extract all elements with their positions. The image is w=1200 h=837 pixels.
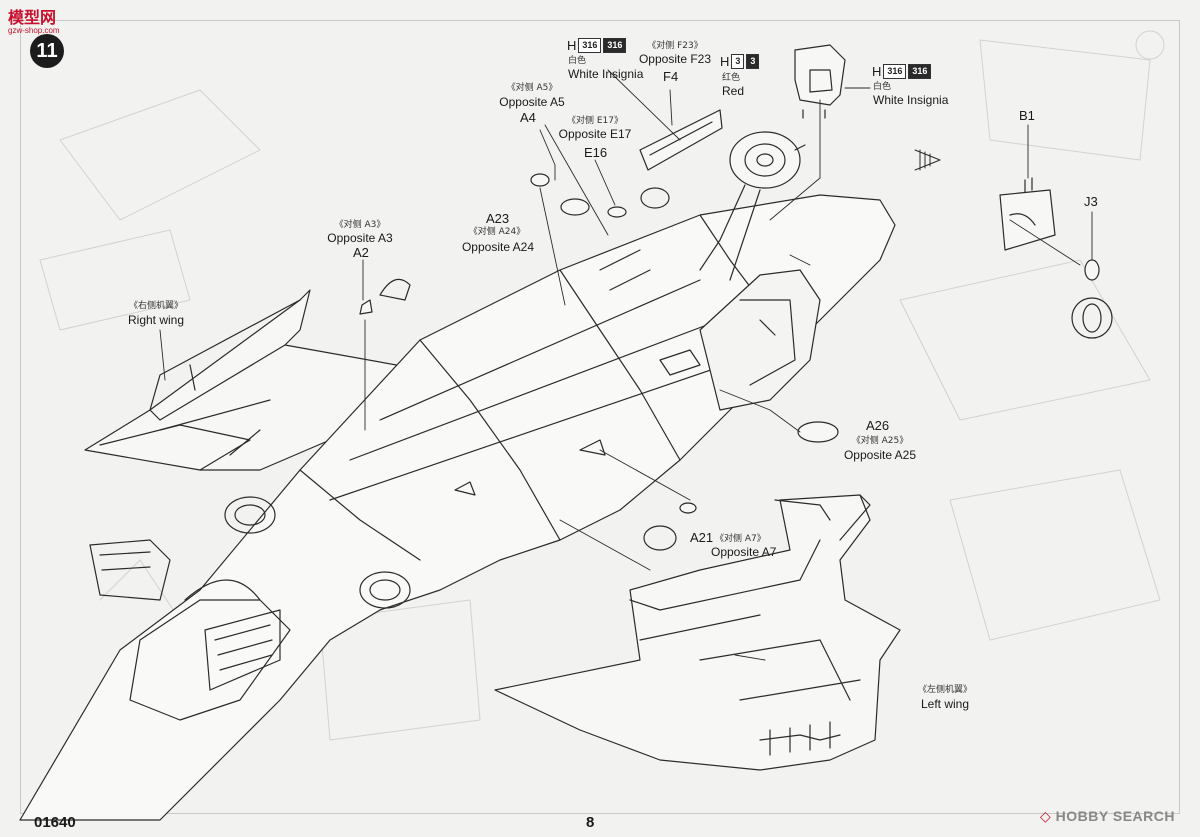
part-j3 bbox=[1084, 259, 1100, 281]
callout-a21: A21 bbox=[690, 530, 714, 545]
part-e16 bbox=[607, 206, 627, 218]
callout-a4: A4 bbox=[520, 110, 536, 125]
part-a21-detail bbox=[643, 525, 677, 551]
callout-f23-en: Opposite F23 bbox=[638, 52, 712, 66]
callout-f23-cn: 《对侧 F23》 bbox=[647, 41, 703, 51]
source-badge: ◇ HOBBY SEARCH bbox=[1040, 808, 1175, 825]
callout-a5-en: Opposite A5 bbox=[499, 95, 565, 109]
intake-part bbox=[699, 269, 821, 411]
paint-h3-en: Red bbox=[722, 84, 745, 98]
paint-h3-cn: 红色 bbox=[722, 73, 741, 83]
step-number-badge: 11 bbox=[30, 34, 64, 68]
watermark-url: gzw-shop.com bbox=[8, 26, 60, 35]
source-badge-text: HOBBY SEARCH bbox=[1055, 808, 1175, 824]
part-e16-detail bbox=[640, 187, 670, 209]
landing-gear-part bbox=[699, 131, 806, 281]
callout-a7-en: Opposite A7 bbox=[711, 545, 777, 559]
part-a2-detail bbox=[379, 278, 411, 301]
left-wing-part bbox=[494, 494, 901, 771]
direction-arrow-icon bbox=[914, 149, 941, 171]
callout-a7-cn: 《对侧 A7》 bbox=[715, 534, 766, 544]
callout-f4: F4 bbox=[663, 69, 679, 84]
page-number: 8 bbox=[586, 814, 595, 831]
part-b1 bbox=[999, 177, 1056, 251]
callout-a25-en: Opposite A25 bbox=[843, 448, 917, 462]
callout-e17-cn: 《对侧 E17》 bbox=[567, 116, 623, 126]
hobby-search-logo-icon: ◇ bbox=[1040, 808, 1052, 824]
watermark-logo: 模型网 bbox=[8, 8, 57, 27]
page-border bbox=[20, 20, 1180, 814]
callout-a3-en: Opposite A3 bbox=[327, 231, 393, 245]
gear-door-f4 bbox=[639, 109, 723, 171]
callout-a24-en: Opposite A24 bbox=[461, 240, 535, 254]
part-a26 bbox=[797, 421, 839, 443]
background-ghost-art bbox=[39, 30, 1165, 741]
callout-a24-cn: 《对侧 A24》 bbox=[468, 227, 526, 237]
callout-e16: E16 bbox=[584, 145, 608, 160]
callout-right-wing-en: Right wing bbox=[127, 313, 185, 327]
paint-h316-right-en: White Insignia bbox=[873, 93, 949, 107]
callout-e17-en: Opposite E17 bbox=[558, 127, 632, 141]
part-a21 bbox=[679, 502, 697, 514]
part-j3-detail bbox=[1071, 297, 1113, 339]
part-a2 bbox=[359, 299, 373, 315]
callout-left-wing-en: Left wing bbox=[920, 697, 970, 711]
paint-h316-left-en: White Insignia bbox=[568, 67, 644, 81]
gear-door-right bbox=[794, 44, 846, 119]
paint-h316-right-cn: 白色 bbox=[873, 82, 892, 92]
product-code: 01640 bbox=[34, 814, 76, 831]
part-a23 bbox=[530, 173, 550, 187]
callout-a5-cn: 《对侧 A5》 bbox=[506, 83, 558, 93]
callout-b1: B1 bbox=[1019, 108, 1035, 123]
callout-left-wing-cn: 《左侧机翼》 bbox=[917, 685, 972, 695]
callout-a25-cn: 《对侧 A25》 bbox=[851, 436, 909, 446]
callout-right-wing-cn: 《右侧机翼》 bbox=[128, 301, 183, 311]
callout-a3-cn: 《对侧 A3》 bbox=[334, 220, 386, 230]
paint-h316-left-cn: 白色 bbox=[568, 56, 587, 66]
part-a4 bbox=[560, 198, 590, 216]
callout-a23: A23 bbox=[486, 211, 510, 226]
leader-lines bbox=[159, 69, 1093, 661]
callout-j3: J3 bbox=[1084, 194, 1098, 209]
callout-a26: A26 bbox=[866, 418, 890, 433]
callout-a2: A2 bbox=[353, 245, 369, 260]
